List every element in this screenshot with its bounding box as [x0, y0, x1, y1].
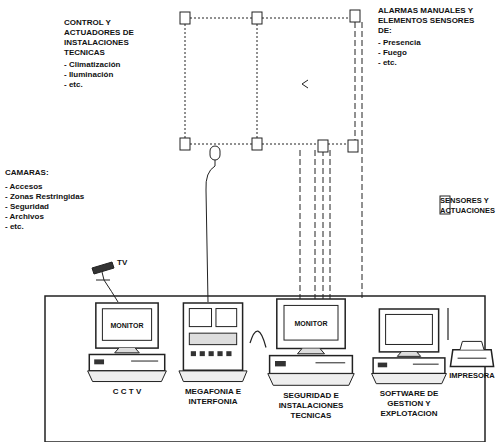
label-column: CAMARAS: - Accesos- Zonas Restringidas- S… [5, 168, 95, 232]
label-column: TV [117, 258, 137, 268]
screen-label: MONITOR [266, 320, 356, 328]
computer-illustration [176, 302, 250, 384]
label-column: ALARMAS MANUALES Y ELEMENTOS SENSORES DE… [378, 6, 478, 68]
security-terminal: MONITOR SEGURIDAD E INSTALACIONES TECNICA… [266, 298, 356, 421]
annotation: CONTROL Y ACTUADORES DE INSTALACIONES TE… [64, 18, 156, 58]
terminal-label: SOFTWARE DE GESTION Y EXPLOTACION [370, 389, 448, 419]
annotation: - Fuego [378, 48, 478, 58]
printer: IMPRESORA [448, 340, 496, 381]
cable [250, 331, 266, 347]
computer-illustration [448, 340, 496, 368]
computer-illustration [370, 308, 448, 386]
cable [447, 308, 448, 340]
legend-text: SENSORES Y ACTUACIONES [440, 196, 495, 216]
software-terminal: SOFTWARE DE GESTION Y EXPLOTACION [370, 308, 448, 419]
cctv-terminal: MONITOR C C T V [86, 302, 168, 397]
label-column: CONTROL Y ACTUADORES DE INSTALACIONES TE… [64, 18, 156, 90]
annotation: - Archivos [5, 212, 95, 222]
screen-label: MONITOR [86, 322, 168, 330]
annotation: - Climatización [64, 60, 156, 70]
annotation: - etc. [64, 80, 156, 90]
computer-illustration [266, 298, 356, 388]
terminal-label: IMPRESORA [444, 371, 498, 381]
annotation: - etc. [5, 222, 95, 232]
terminal-label: SEGURIDAD E INSTALACIONES TECNICAS [266, 391, 356, 421]
annotation: - Presencia [378, 38, 478, 48]
annotation: - Iluminación [64, 70, 156, 80]
terminal-label: C C T V [86, 387, 168, 397]
annotation: CAMARAS: [5, 168, 95, 178]
terminal-label: MEGAFONIA E INTERFONIA [176, 387, 250, 407]
computer-illustration [86, 302, 168, 384]
annotation: - Zonas Restringidas [5, 192, 95, 202]
annotation: TV [117, 258, 137, 268]
megafonia-terminal: MEGAFONIA E INTERFONIA [176, 302, 250, 407]
annotation: - Accesos [5, 182, 95, 192]
annotation: - etc. [378, 58, 478, 68]
annotation: ALARMAS MANUALES Y ELEMENTOS SENSORES DE… [378, 6, 478, 36]
annotation: - Seguridad [5, 202, 95, 212]
